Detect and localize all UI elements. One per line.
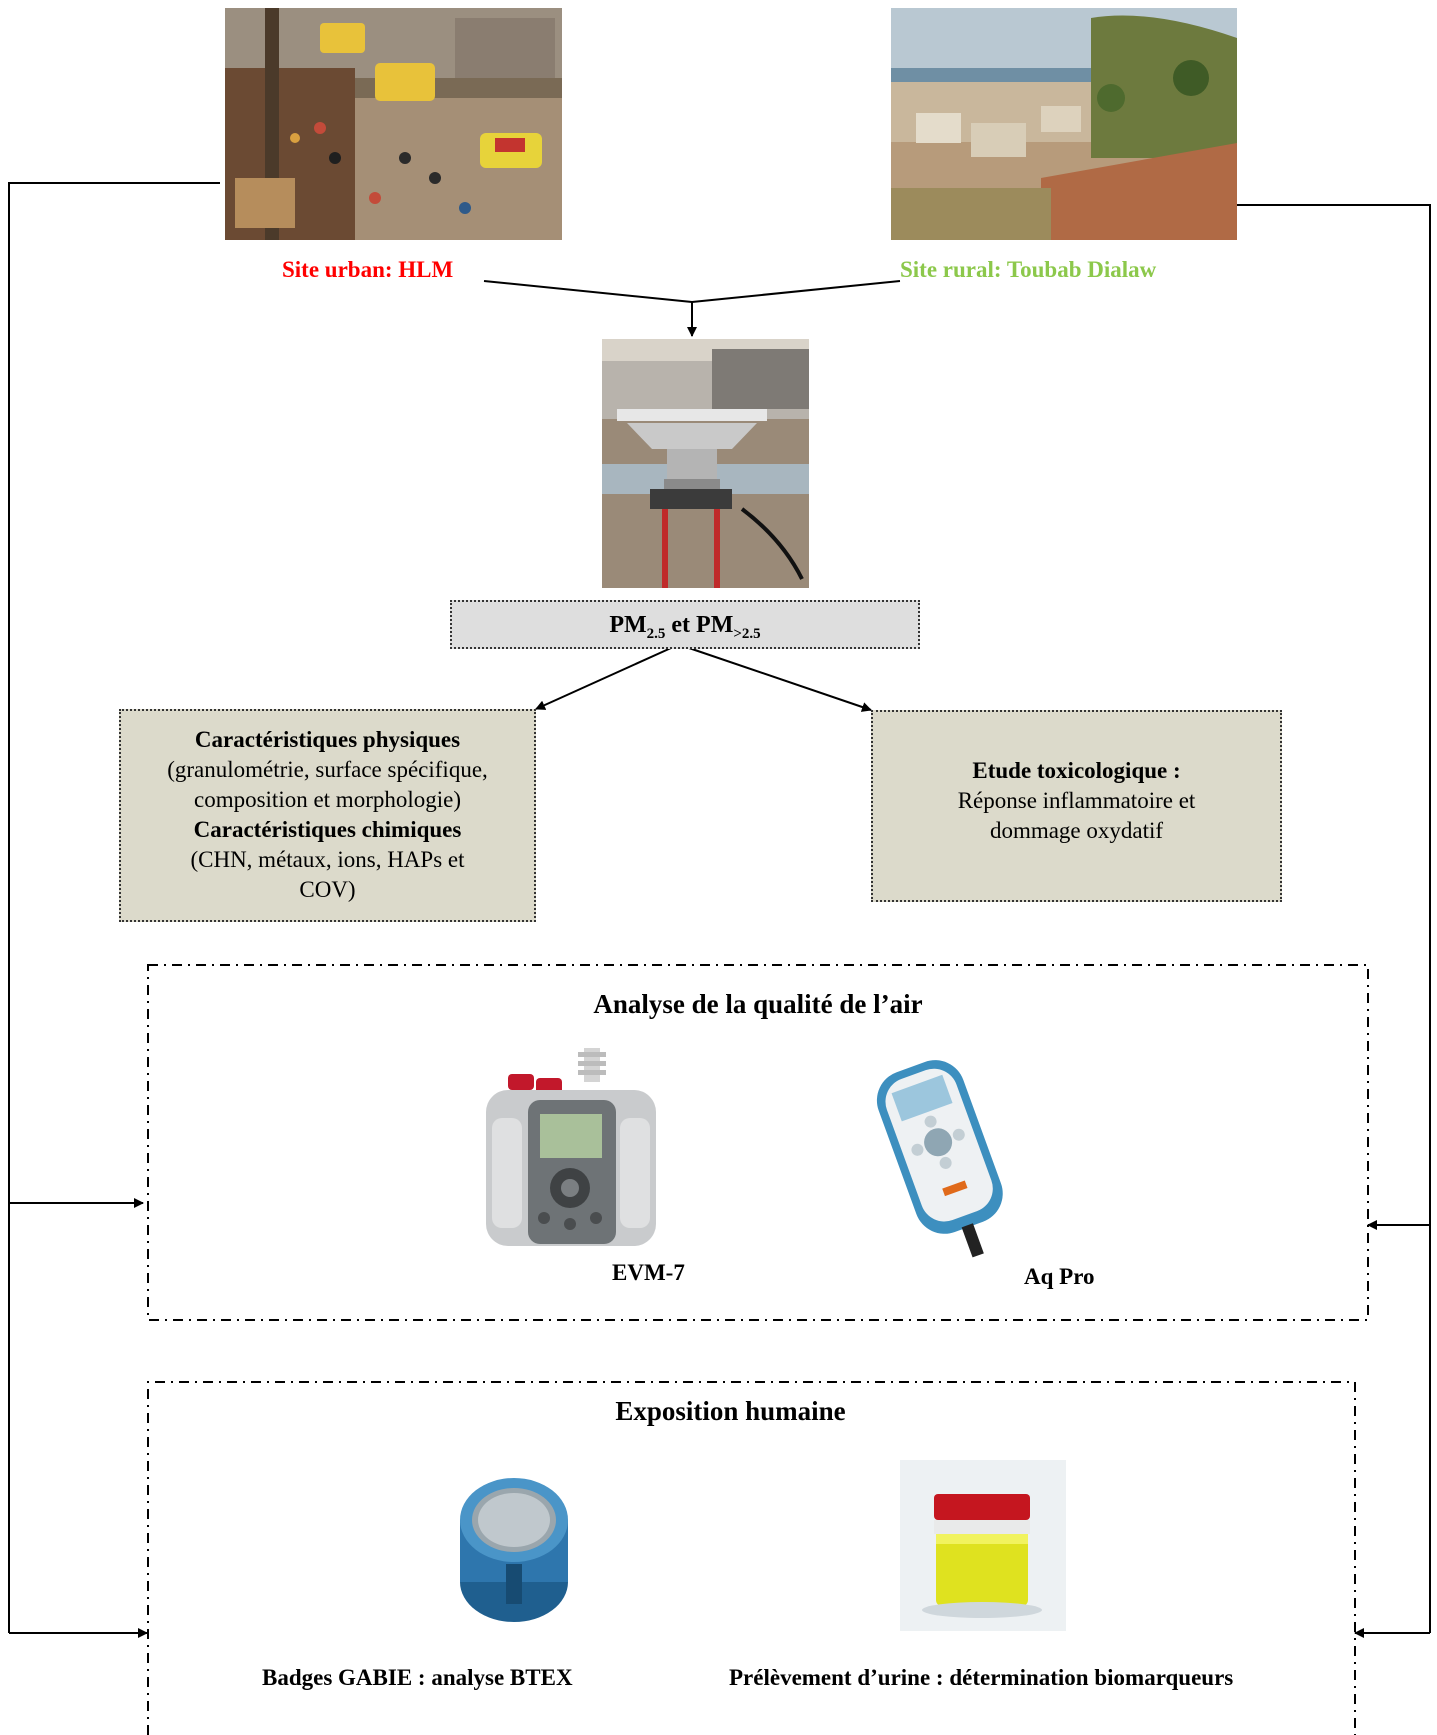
urine-label: Prélèvement d’urine : détermination biom…: [729, 1665, 1234, 1690]
pm-sampler-photo: [602, 339, 809, 588]
evm7-label: EVM-7: [612, 1260, 685, 1285]
chimique-title: Caractéristiques chimiques: [193, 817, 462, 842]
rural-to-center-line: [691, 280, 901, 303]
aqpro-label: Aq Pro: [1024, 1264, 1095, 1289]
arrow-to-physique: [535, 647, 672, 710]
urban-market-photo: [225, 8, 562, 240]
air-quality-title: Analyse de la qualité de l’air: [593, 989, 923, 1019]
chimique-line2: COV): [299, 877, 356, 902]
toxico-title: Etude toxicologique :: [972, 758, 1181, 783]
pm-fraction-box: PM2.5 et PM>2.5: [450, 600, 920, 649]
gabie-label: Badges GABIE : analyse BTEX: [262, 1665, 573, 1690]
evm7-device-image: [480, 1048, 665, 1250]
physico-chemical-box: Caractéristiques physiques (granulométri…: [119, 709, 536, 922]
urine-sample-image: [900, 1460, 1066, 1631]
physique-title: Caractéristiques physiques: [194, 727, 461, 752]
toxicology-box: Etude toxicologique : Réponse inflammato…: [871, 710, 1282, 902]
pm-label-main: PM: [609, 612, 647, 638]
pm-label-sub2: >2.5: [733, 625, 761, 642]
toxico-line1: Réponse inflammatoire et: [957, 788, 1196, 813]
rural-village-photo: [891, 8, 1237, 240]
physique-line2: composition et morphologie): [193, 787, 461, 812]
physique-line1: (granulométrie, surface spécifique,: [167, 757, 488, 782]
urban-site-label: Site urban: HLM: [282, 257, 454, 282]
toxico-line2: dommage oxydatif: [989, 818, 1164, 843]
gabie-badge-image: [448, 1472, 580, 1627]
pm-label-sub1: 2.5: [646, 625, 666, 642]
rural-site-label: Site rural: Toubab Dialaw: [900, 257, 1157, 282]
chimique-line1: (CHN, métaux, ions, HAPs et: [190, 847, 465, 872]
arrow-to-toxico: [688, 647, 872, 712]
pm-label-mid: et PM: [665, 612, 734, 638]
aqpro-device-image: [876, 1050, 1018, 1260]
human-exposure-title: Exposition humaine: [615, 1396, 846, 1426]
urban-to-center-line: [483, 280, 693, 303]
